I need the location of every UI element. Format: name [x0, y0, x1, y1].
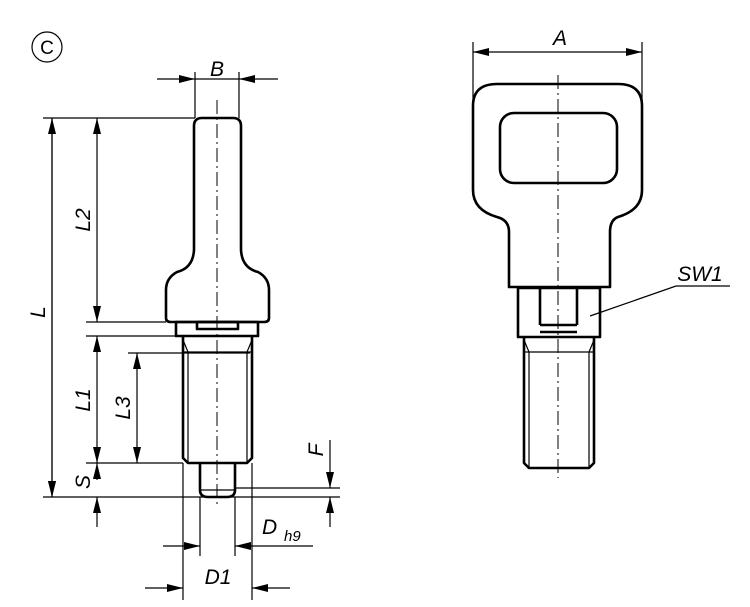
thread-body — [181, 336, 254, 465]
variant-badge: C — [31, 31, 63, 63]
dim-A: A — [551, 27, 567, 50]
handle-slot — [498, 111, 619, 185]
dim-F: F — [305, 442, 328, 456]
handle-outline — [164, 116, 271, 324]
dim-L: L — [27, 306, 50, 318]
dim-L2: L2 — [72, 208, 95, 232]
hex-SW1 — [516, 286, 602, 339]
side-view: B L L2 L1 L3 S F D h9 D1 — [27, 58, 340, 600]
dim-B: B — [210, 58, 224, 81]
dim-S: S — [72, 475, 95, 489]
dim-D-tolerance: h9 — [284, 528, 301, 545]
dim-L3: L3 — [112, 396, 135, 420]
dim-SW1: SW1 — [677, 263, 723, 286]
thread-body — [522, 337, 596, 470]
dim-D: D — [262, 516, 277, 539]
dim-D1: D1 — [205, 566, 232, 589]
front-view: A SW1 — [471, 27, 730, 478]
dim-L1: L1 — [72, 388, 95, 411]
handle-ring-outline — [471, 82, 644, 289]
svg-text:C: C — [40, 38, 54, 59]
collar-notch — [195, 320, 240, 331]
